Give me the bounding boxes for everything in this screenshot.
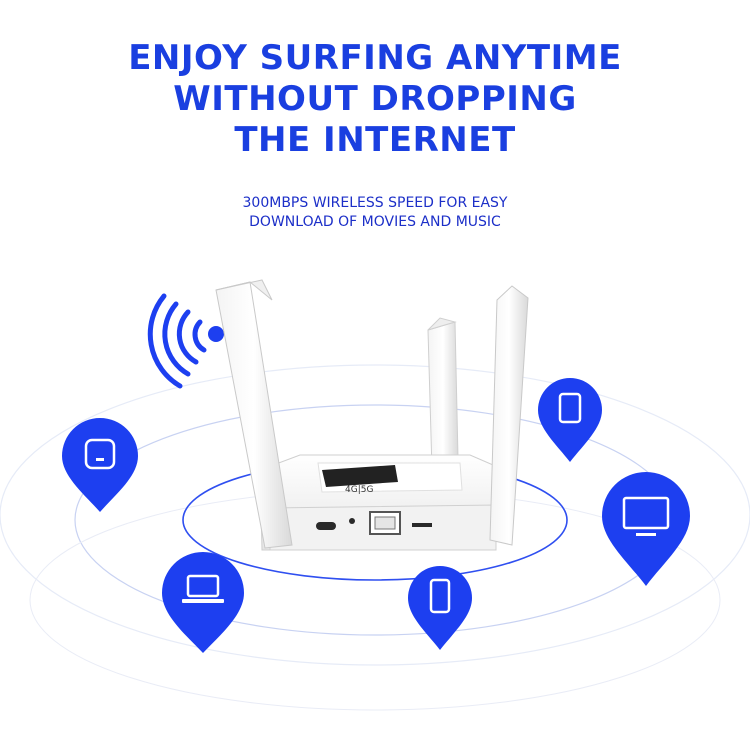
device-pin-speaker	[62, 418, 138, 512]
smartphone-icon	[429, 578, 451, 614]
subheadline: 300MBPS WIRELESS SPEED FOR EASY DOWNLOAD…	[0, 194, 750, 232]
headline-line-3: THE INTERNET	[234, 120, 516, 160]
router-body: 4G|5G	[259, 454, 501, 551]
router-back-antennas	[427, 317, 459, 471]
device-pin-monitor	[602, 472, 690, 586]
headline-line-1: ENJOY SURFING ANYTIME	[128, 38, 622, 78]
smart-speaker-icon	[84, 438, 116, 470]
monitor-icon	[622, 496, 670, 536]
usb-c-port	[316, 522, 336, 530]
headline: ENJOY SURFING ANYTIME WITHOUT DROPPING T…	[0, 38, 750, 161]
tablet-icon	[558, 392, 582, 424]
laptop-icon	[182, 574, 224, 603]
sim-slot	[412, 523, 432, 527]
subheadline-line-2: DOWNLOAD OF MOVIES AND MUSIC	[249, 214, 501, 230]
router-front-antennas	[215, 279, 529, 549]
router-model-label: 4G|5G	[345, 485, 373, 495]
device-pin-laptop	[162, 552, 244, 653]
headline-line-2: WITHOUT DROPPING	[173, 79, 577, 119]
device-pin-tablet	[538, 378, 602, 462]
subheadline-line-1: 300MBPS WIRELESS SPEED FOR EASY	[242, 195, 508, 211]
wifi-signal-icon	[147, 293, 224, 389]
reset-pinhole	[349, 518, 355, 524]
device-pin-phone	[408, 566, 472, 650]
